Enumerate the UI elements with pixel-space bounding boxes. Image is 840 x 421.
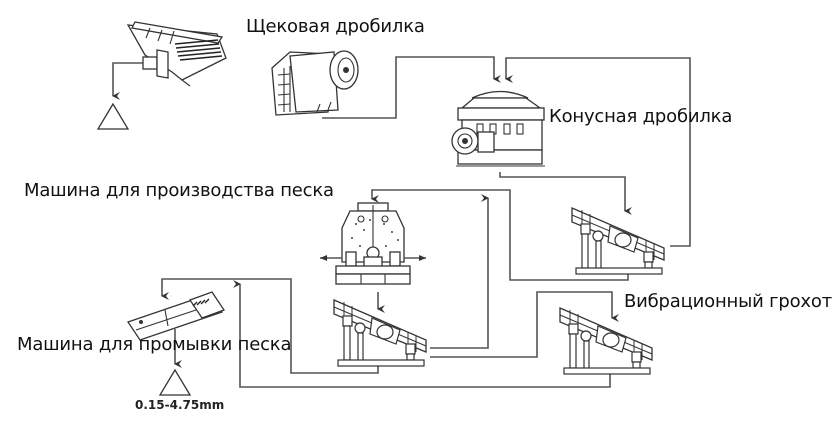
feeder-stockpile-triangle-icon bbox=[96, 102, 130, 130]
jaw-crusher-label: Щековая дробилка bbox=[246, 16, 425, 37]
flow-connectors bbox=[112, 56, 691, 388]
connector-screen2-return-to-sand-maker bbox=[430, 194, 489, 349]
connector-feeder-to-stockpile bbox=[112, 62, 145, 100]
connector-screen1-to-sand-maker bbox=[371, 189, 629, 281]
product-stockpile-triangle-icon bbox=[158, 368, 192, 396]
vibrating-feeder-icon bbox=[126, 21, 227, 87]
vibrating-screen-2-icon bbox=[333, 299, 427, 367]
connector-screen1-return-to-cone bbox=[505, 57, 691, 247]
jaw-crusher-icon bbox=[271, 50, 359, 116]
sand-washing-machine-label: Машина для промывки песка bbox=[17, 334, 292, 355]
vibrating-screen-label: Вибрационный грохот bbox=[624, 291, 832, 312]
sand-making-machine-icon bbox=[320, 202, 426, 285]
cone-crusher-icon bbox=[451, 90, 545, 167]
vibrating-screen-1-icon bbox=[571, 207, 665, 275]
connector-screen2-to-washer bbox=[161, 278, 379, 374]
product-size-label: 0.15-4.75mm bbox=[135, 398, 225, 412]
cone-crusher-label: Конусная дробилка bbox=[549, 106, 733, 127]
connector-cone-to-screen1 bbox=[499, 172, 632, 215]
connector-screen3-to-washer bbox=[233, 280, 611, 388]
connector-jaw-to-cone bbox=[322, 56, 501, 119]
sand-washing-machine-icon bbox=[126, 291, 225, 341]
vibrating-screen-3-icon bbox=[559, 307, 653, 375]
sand-making-machine-label: Машина для производства песка bbox=[24, 180, 334, 201]
connector-screen2-to-screen3 bbox=[430, 291, 619, 358]
